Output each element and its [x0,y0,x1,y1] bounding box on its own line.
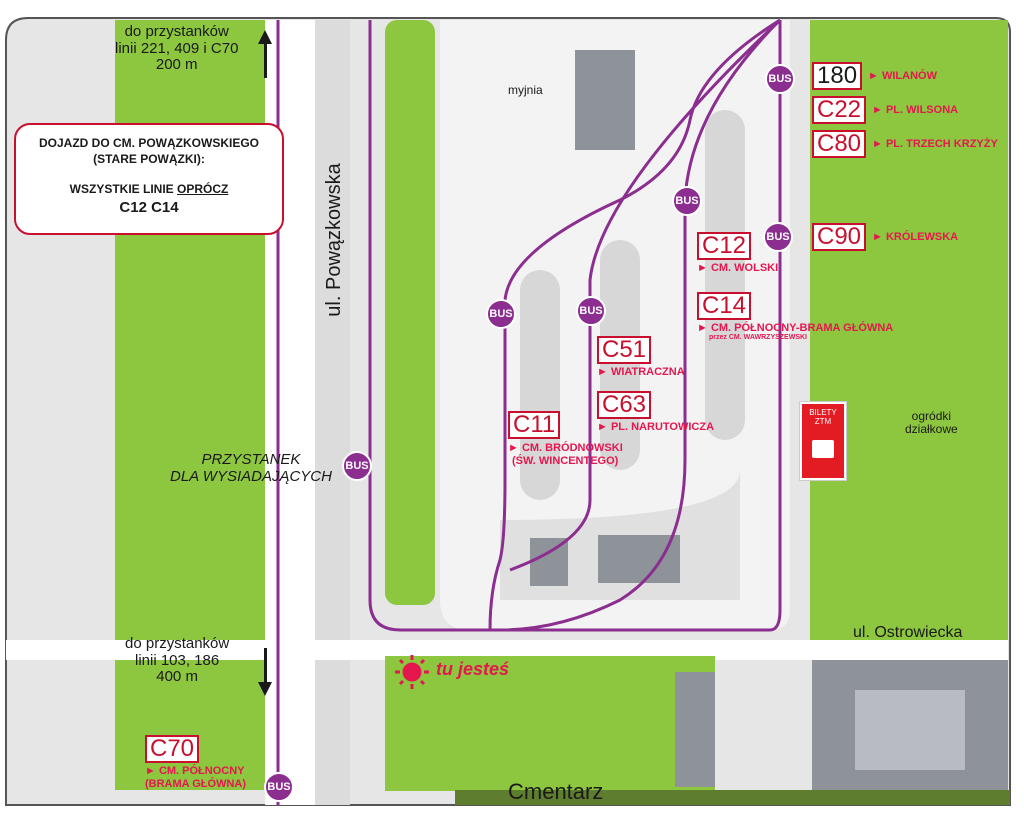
route-code: C14 [697,292,752,320]
label-cmentarz: Cmentarz [508,779,604,804]
notice-line-2: (STARE POWĄZKI): [93,152,205,166]
road-ostrowiecka [6,640,1008,660]
park-bottom [385,656,715,791]
route-sub: przez CM. WAWRZYSZEWSKI [709,334,807,342]
building-bottom-1 [675,672,715,787]
route-dest: ► PL. TRZECH KRZYŻY [872,138,998,150]
bus-stop-marker: BUS [342,451,372,481]
route-dest: (BRAMA GŁÓWNA) [145,778,247,790]
building-mid [598,535,680,583]
route-code: C51 [597,336,652,364]
route-dest: ► PL. WILSONA [872,104,959,116]
route-dest: ► KRÓLEWSKA [872,231,959,243]
label-tu-jestes: tu jesteś [436,659,510,679]
route-code: C80 [812,130,867,158]
route-code: C90 [812,223,867,251]
route-c63: C63 ► PL. NARUTOWICZA [597,391,714,433]
direction-south: do przystanków linii 103, 186 400 m [125,635,230,685]
bus-stop-marker: BUS [765,64,795,94]
notice-box: DOJAZD DO CM. POWĄZKOWSKIEGO (STARE POWĄ… [14,123,284,235]
direction-arrows [258,30,272,696]
building-small [530,538,568,586]
route-c70: C70 ► CM. PÓŁNOCNY (BRAMA GŁÓWNA) [145,735,246,791]
bus-stop-marker: BUS [486,299,516,329]
direction-north: do przystanków linii 221, 409 i C70 200 … [115,23,239,73]
street-powazkowska: ul. Powązkowska [323,163,345,317]
route-c51: C51 ► WIATRACZNA [597,336,685,378]
route-dest: ► CM. PÓŁNOCNY-BRAMA GŁÓWNA [697,322,894,334]
platform-3 [705,110,745,440]
you-are-here-icon [395,655,429,689]
route-180: 180 ► WILANÓW [812,62,937,90]
bus-stop-marker: BUS [672,186,702,216]
route-c11: C11 ► CM. BRÓDNOWSKI (ŚW. WINCENTEGO) [508,411,623,468]
notice-line-3: WSZYSTKIE LINIE OPRÓCZ [69,182,229,196]
bus-stop-marker: BUS [576,296,606,326]
bus-stop-marker: BUS [763,222,793,252]
route-dest: ► WILANÓW [868,70,937,82]
label-myjnia: myjnia [508,83,543,97]
building-bottom-2-inner [855,690,965,770]
bus-routes [276,18,782,805]
route-dest: ► PL. NARUTOWICZA [597,421,715,433]
park-right [810,20,1008,640]
route-code: C70 [145,735,200,763]
route-code: C11 [508,411,561,439]
route-c90: C90 ► KRÓLEWSKA [812,223,958,251]
route-dest: ► WIATRACZNA [597,366,685,378]
route-dest: ► CM. PÓŁNOCNY [145,765,245,777]
route-code: C63 [597,391,652,419]
ticket-machine-icon: BILETY ZTM [800,402,846,480]
route-c12: C12 ► CM. WOLSKI [697,232,778,274]
bus-stop-marker: BUS [264,772,294,802]
building-myjnia [575,50,635,150]
route-code: C12 [697,232,752,260]
sidewalk [315,20,350,805]
cemetery-edge [455,790,1010,805]
route-dest: (ŚW. WINCENTEGO) [512,455,619,467]
route-dest: ► CM. WOLSKI [697,262,779,274]
park-center [385,20,435,605]
street-ostrowiecka: ul. Ostrowiecka [853,624,963,641]
route-c80: C80 ► PL. TRZECH KRZYŻY [812,130,998,158]
route-c22: C22 ► PL. WILSONA [812,96,958,124]
route-code: 180 [812,62,863,90]
route-dest: ► CM. BRÓDNOWSKI [508,442,623,454]
platform-1 [520,270,560,500]
route-code: C22 [812,96,867,124]
notice-line-1: DOJAZD DO CM. POWĄZKOWSKIEGO [39,136,259,150]
route-c14: C14 ► CM. PÓŁNOCNY-BRAMA GŁÓWNA przez CM… [697,292,893,342]
notice-line-4: C12 C14 [119,199,179,216]
